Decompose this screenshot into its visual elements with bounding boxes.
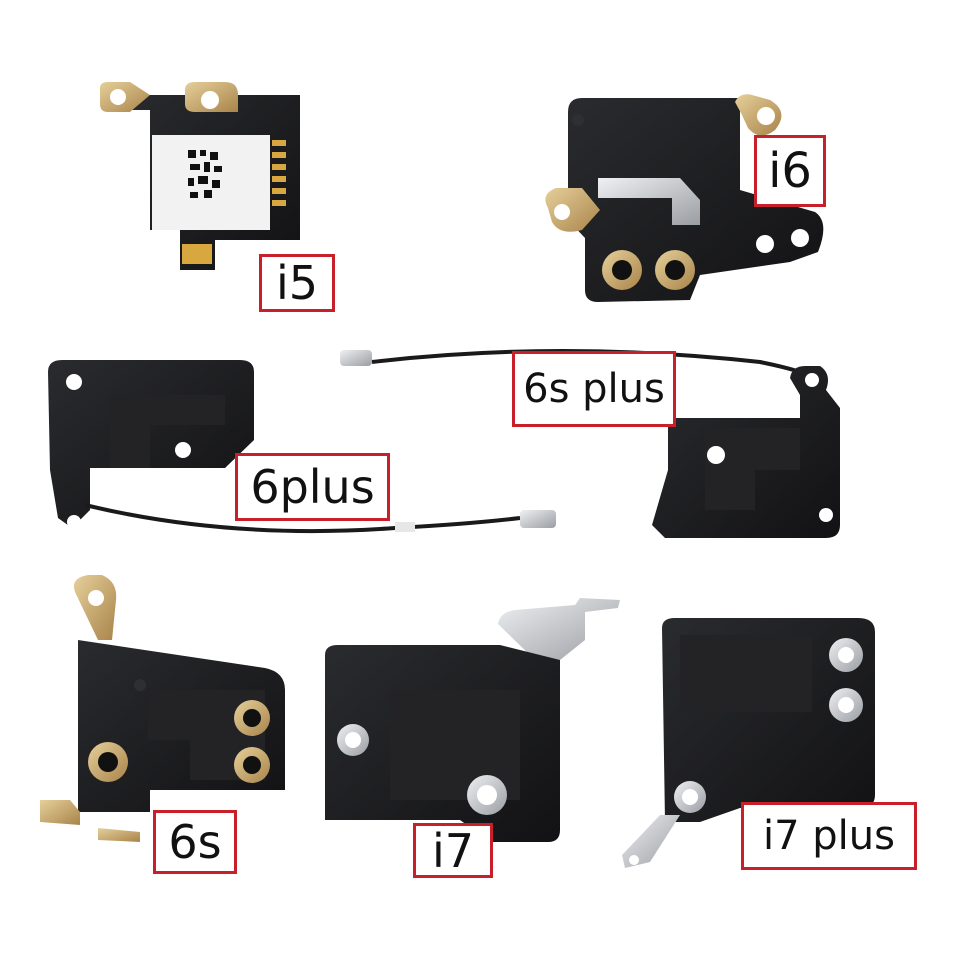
i7-antenna-part	[325, 598, 620, 842]
label-i7: i7	[413, 823, 493, 878]
label-i7-plus: i7 plus	[741, 802, 917, 870]
label-i5: i5	[259, 254, 335, 312]
6plus-antenna-part	[48, 360, 556, 534]
label-i6: i6	[754, 135, 826, 207]
label-6s-plus: 6s plus	[512, 351, 676, 427]
i7-plus-antenna-part	[622, 618, 875, 868]
i5-antenna-part	[100, 82, 300, 270]
i6-antenna-part	[545, 94, 824, 302]
label-6plus: 6plus	[235, 453, 390, 521]
label-6s: 6s	[153, 810, 237, 874]
6s-antenna-part	[40, 575, 285, 842]
